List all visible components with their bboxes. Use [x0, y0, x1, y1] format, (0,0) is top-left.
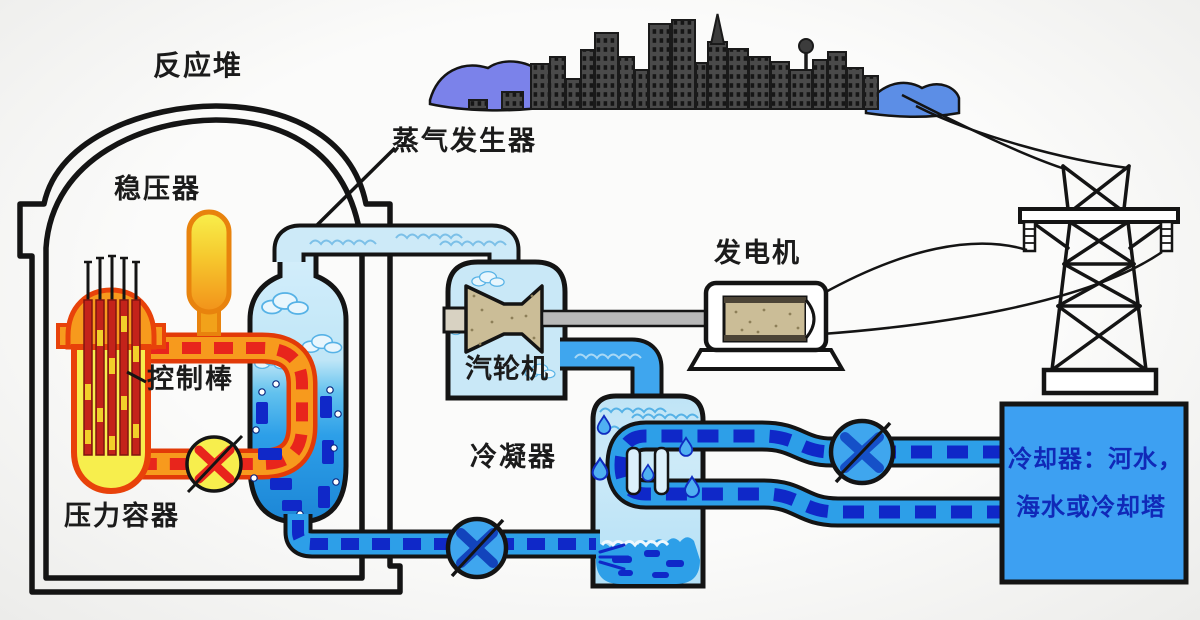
steam-generator-internals	[250, 380, 342, 518]
primary-loop-pipe	[138, 332, 318, 480]
control-rods	[83, 254, 141, 456]
label-cooler-line2: 海水或冷却塔	[1016, 493, 1166, 521]
feedwater-pipe	[283, 514, 600, 559]
insulator-left	[1022, 220, 1037, 253]
cooling-loop-pipe	[605, 420, 1004, 528]
condenser-water	[596, 537, 700, 584]
label-cooler-line1: 冷却器：河水，	[1008, 445, 1183, 473]
generator	[686, 280, 846, 371]
label-condenser: 冷凝器	[470, 442, 557, 473]
containment-building	[17, 103, 403, 595]
label-reactor: 反应堆	[153, 49, 244, 82]
control-rods-pointer-line	[126, 370, 147, 384]
rotor-speckles	[470, 294, 536, 346]
exhaust-duct	[560, 337, 664, 400]
power-lines	[821, 93, 1163, 336]
feedwater-spray	[598, 543, 630, 571]
primary-coolant-pump	[185, 434, 244, 494]
label-turbine: 汽轮机	[465, 354, 549, 385]
label-pressure-vessel: 压力容器	[64, 501, 180, 532]
turbine	[442, 259, 568, 401]
turbine-shaft-stub	[442, 306, 468, 334]
insulator-right	[1159, 220, 1174, 253]
steam-generator-pointer-line	[309, 146, 397, 233]
label-pressurizer: 稳压器	[114, 174, 201, 205]
generator-rotor-speckles	[734, 308, 800, 334]
transmission-tower	[1018, 164, 1180, 396]
turbine-rotor	[464, 284, 544, 354]
feedwater-pump	[445, 516, 509, 580]
cooler-box	[999, 401, 1189, 585]
city-skyline	[468, 13, 879, 110]
label-generator: 发电机	[714, 238, 801, 269]
label-control-rods: 控制棒	[147, 364, 234, 395]
drive-shaft	[540, 309, 734, 328]
condenser-tubes	[625, 446, 670, 496]
pressurizer	[186, 209, 232, 336]
cooling-pump	[828, 418, 896, 486]
steam-pipe	[272, 223, 521, 272]
label-steam-generator: 蒸气发生器	[392, 126, 537, 157]
